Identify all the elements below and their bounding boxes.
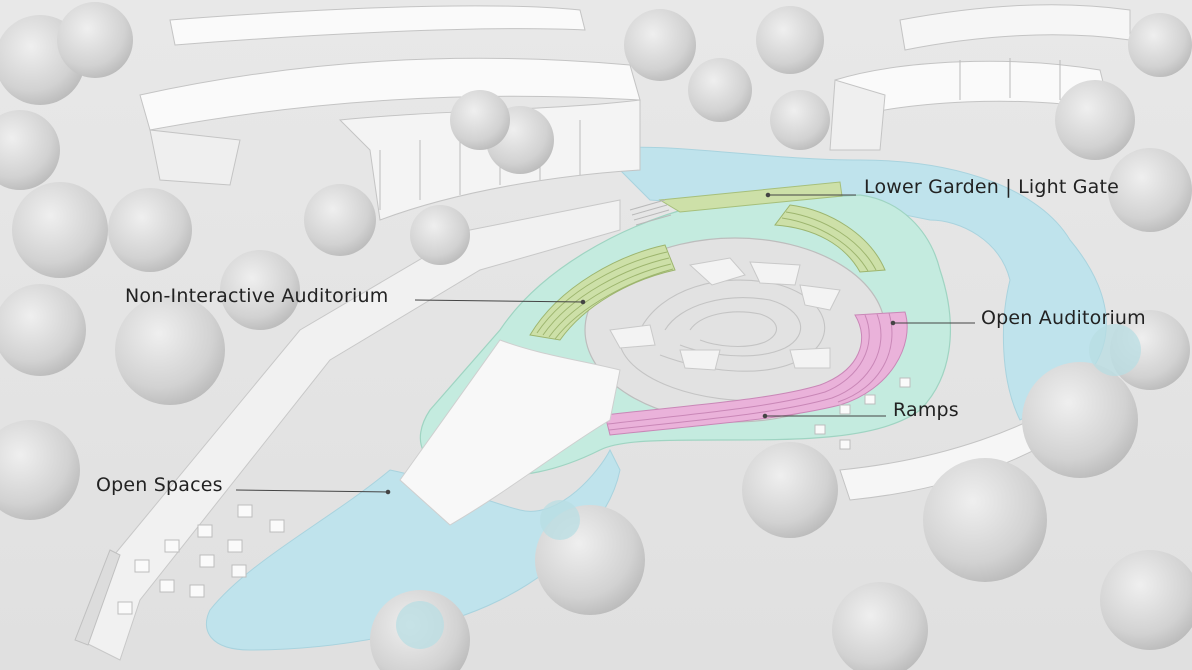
label-non-interactive-auditorium: Non-Interactive Auditorium (125, 285, 388, 307)
label-open-auditorium: Open Auditorium (981, 307, 1146, 329)
label-lower-garden: Lower Garden | Light Gate (864, 176, 1119, 198)
label-open-spaces: Open Spaces (96, 474, 223, 496)
label-ramps: Ramps (893, 399, 959, 421)
